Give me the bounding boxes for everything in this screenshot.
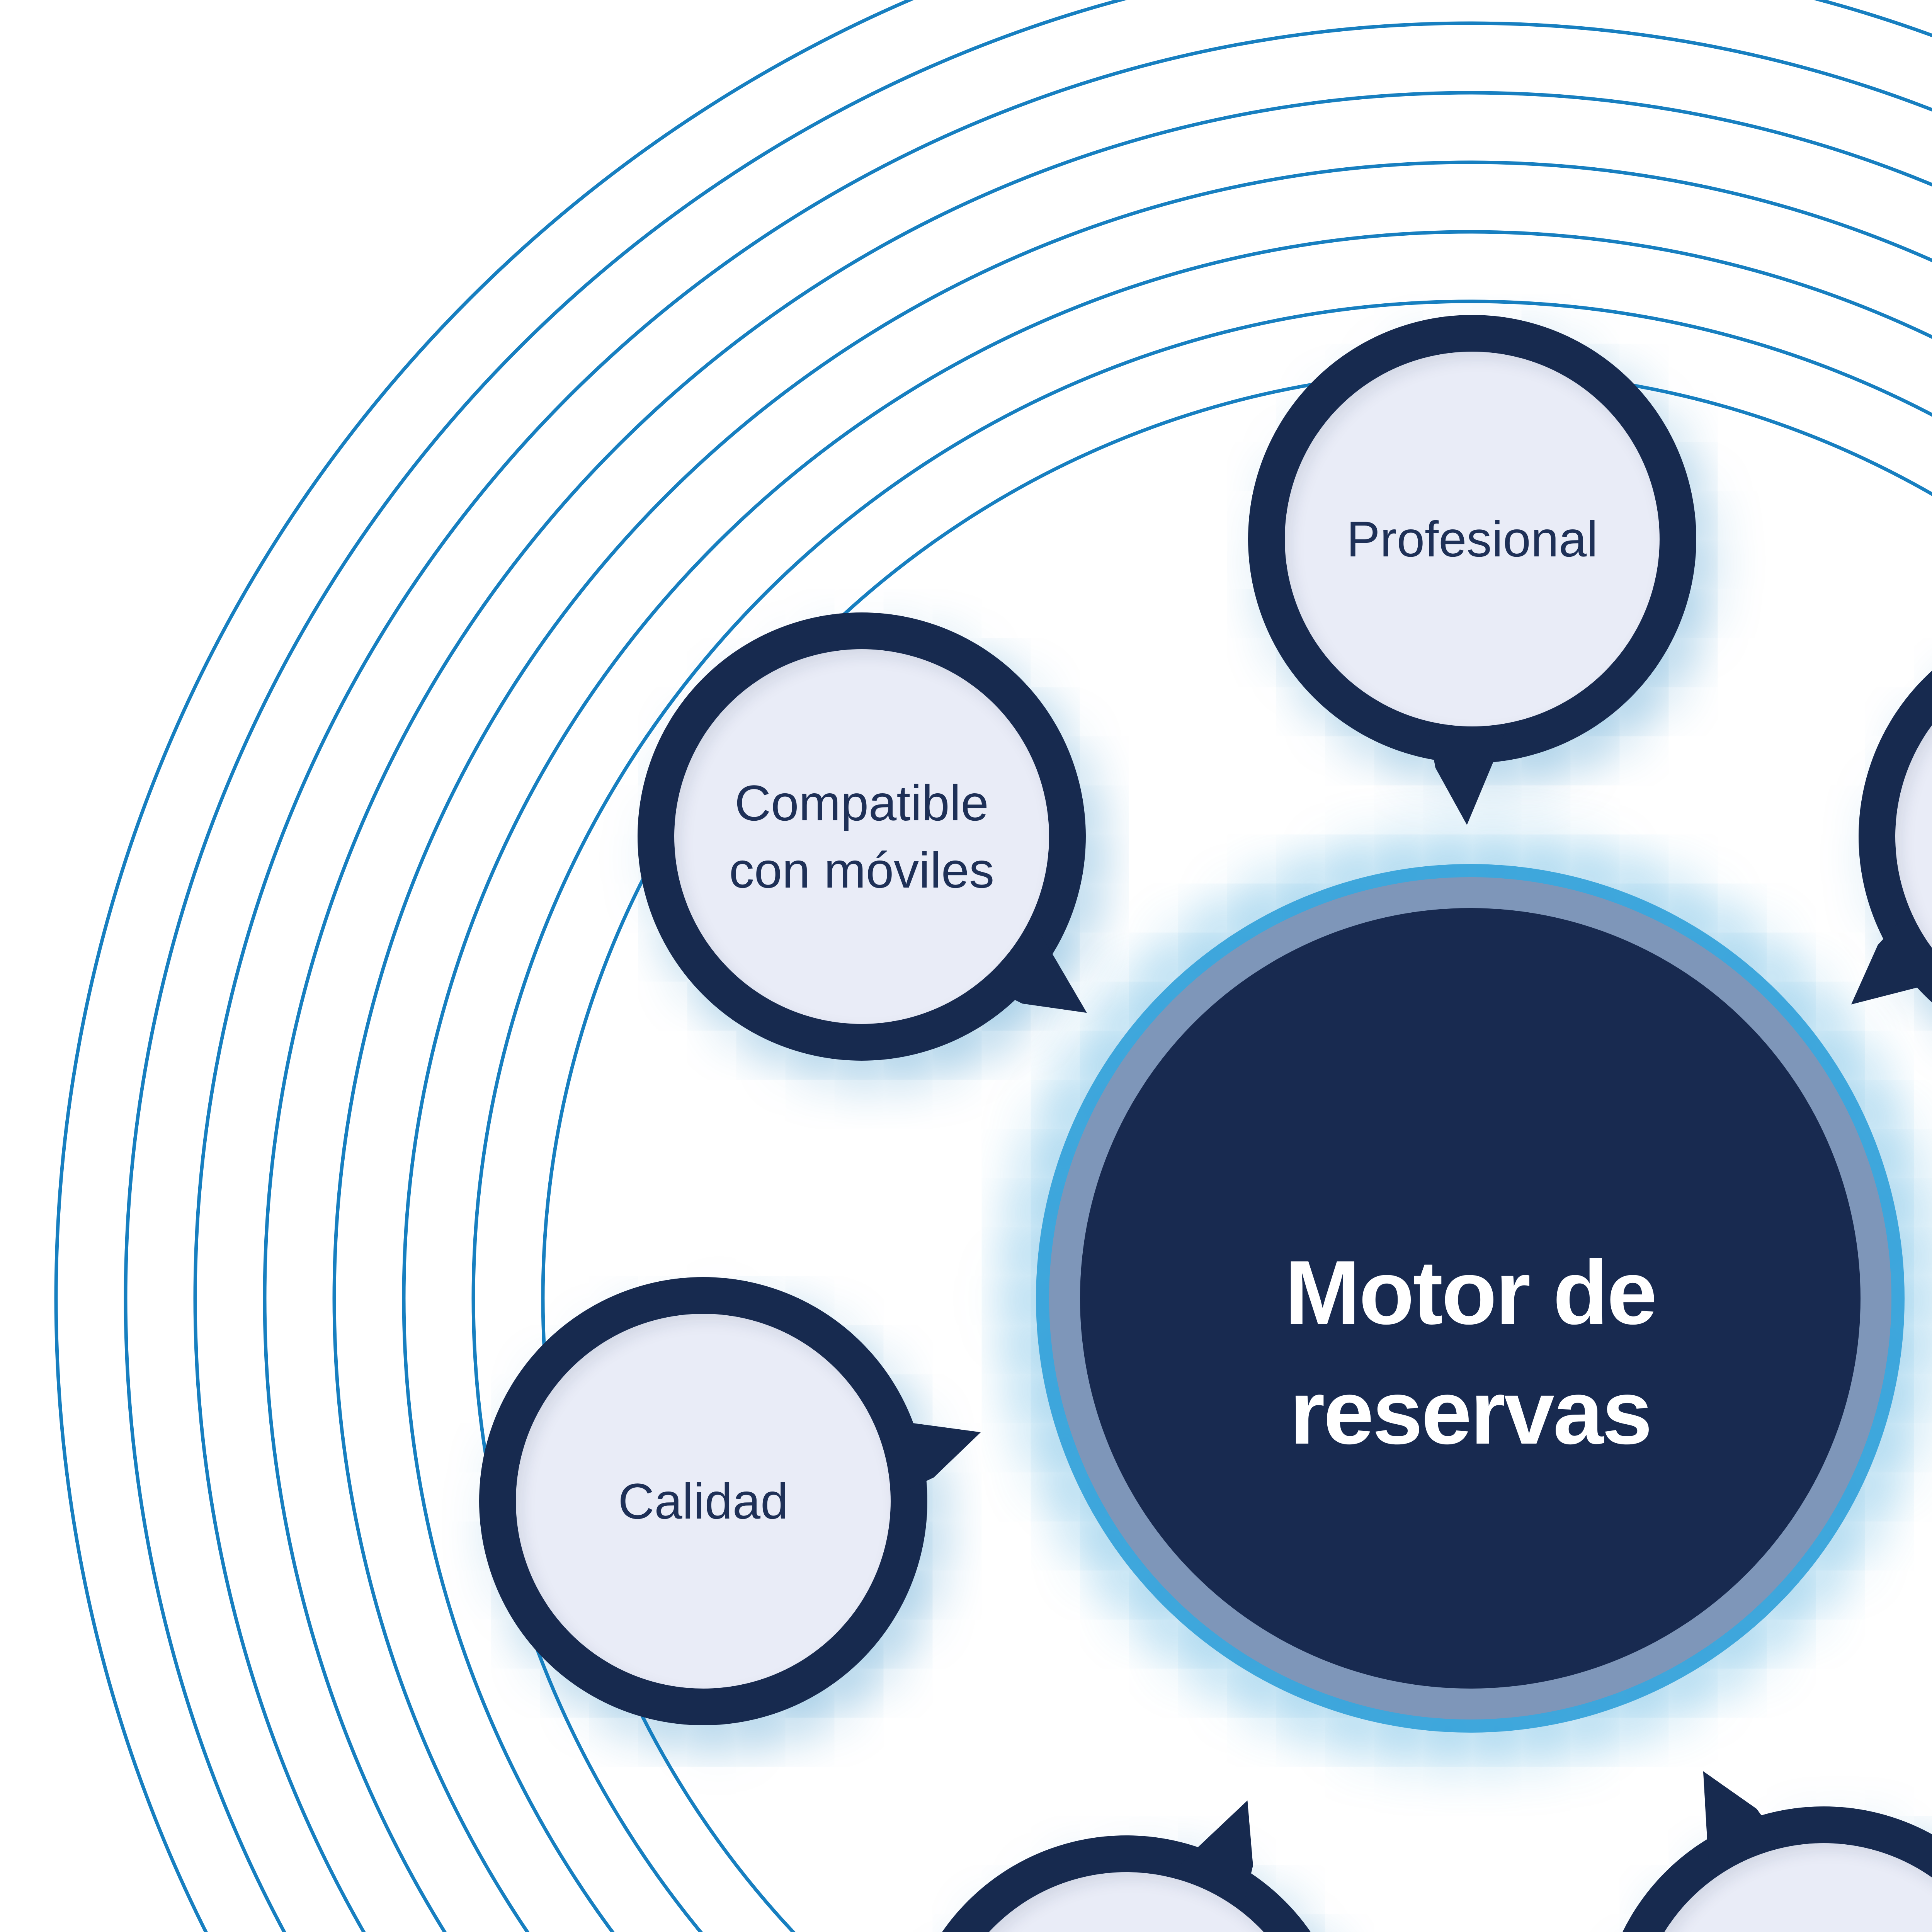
node-label: Profesional xyxy=(1346,510,1598,567)
node-calidad: Calidad xyxy=(479,1277,927,1725)
node-body: Certificado SSL xyxy=(939,1872,1314,1932)
center-node-label: Motor de reservas xyxy=(1284,1242,1657,1463)
background-ring xyxy=(124,0,1932,1932)
background-ring xyxy=(472,300,1932,1932)
node-profesional: Profesional xyxy=(1248,315,1696,825)
background-ring xyxy=(333,161,1932,1932)
background-ring xyxy=(194,22,1932,1932)
background-ring xyxy=(402,230,1932,1932)
node-label: Calidad xyxy=(618,1473,789,1529)
node-compatible-moviles: Compatible con móviles xyxy=(638,612,1086,1061)
background-ring xyxy=(263,91,1932,1932)
background-ring xyxy=(54,0,915,1932)
node-body: Compatible con móviles xyxy=(674,649,1049,1024)
node-body: Calidad xyxy=(516,1314,891,1689)
node-label: Compatible con móviles xyxy=(729,774,995,898)
center-node: Motor de reservas xyxy=(1080,908,1861,1689)
node-body: Profesional xyxy=(1285,352,1660,726)
